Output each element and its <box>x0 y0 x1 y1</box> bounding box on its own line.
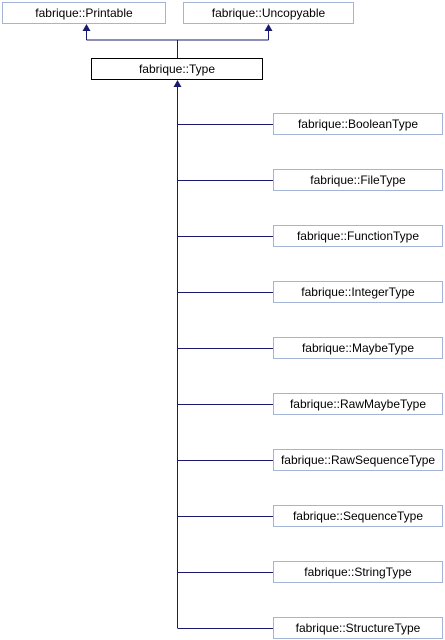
arrowhead-uncopyable <box>264 24 273 31</box>
node-maybetype[interactable]: fabrique::MaybeType <box>273 337 443 359</box>
node-functiontype[interactable]: fabrique::FunctionType <box>273 225 443 247</box>
node-rawmaybetype[interactable]: fabrique::RawMaybeType <box>273 393 443 415</box>
node-printable[interactable]: fabrique::Printable <box>2 2 166 24</box>
node-filetype[interactable]: fabrique::FileType <box>273 169 443 191</box>
node-type: fabrique::Type <box>91 58 263 80</box>
node-structuretype[interactable]: fabrique::StructureType <box>273 617 443 639</box>
arrowhead-printable <box>82 24 91 31</box>
arrowhead-type <box>173 80 182 87</box>
node-sequencetype[interactable]: fabrique::SequenceType <box>273 505 443 527</box>
node-booleantype[interactable]: fabrique::BooleanType <box>273 113 443 135</box>
node-stringtype[interactable]: fabrique::StringType <box>273 561 443 583</box>
node-uncopyable[interactable]: fabrique::Uncopyable <box>183 2 354 24</box>
node-integertype[interactable]: fabrique::IntegerType <box>273 281 443 303</box>
node-rawsequencetype[interactable]: fabrique::RawSequenceType <box>273 449 443 471</box>
